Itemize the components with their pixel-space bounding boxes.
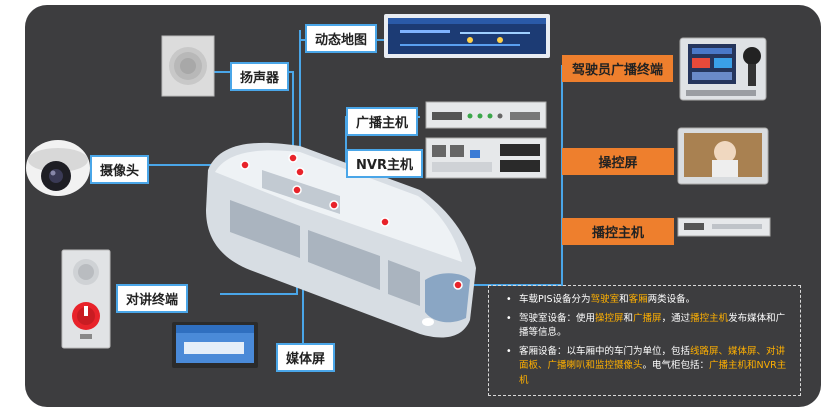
note-text: ，通过 <box>661 312 691 324</box>
label-intercom: 对讲终端 <box>116 284 189 313</box>
node-camera <box>240 160 250 170</box>
intercom-device <box>61 249 111 349</box>
playback-host-device <box>677 217 771 237</box>
node-nvr <box>380 217 390 227</box>
note-highlight: 广播屏 <box>633 312 662 324</box>
node-broadcast <box>329 200 339 210</box>
node-control <box>453 280 463 290</box>
note-text: 和 <box>623 312 634 324</box>
speaker-device <box>161 35 215 97</box>
media-screen-device <box>172 322 258 368</box>
note-text: 发布媒体和广播等信息。 <box>519 312 786 339</box>
note-text: 客厢设备：以车厢中的车门为单位，包括 <box>519 345 691 357</box>
label-media-screen: 媒体屏 <box>276 343 336 372</box>
description-box: 车载PIS设备分为驾驶室和客厢两类设备。 驾驶室设备：使用操控屏和广播屏，通过播… <box>488 285 801 396</box>
dynamic-map-device <box>384 14 550 58</box>
nvr-host-device <box>425 137 547 179</box>
note-text: 和 <box>619 294 629 305</box>
node-speaker <box>295 167 305 177</box>
note-line-1: 车载PIS设备分为驾驶室和客厢两类设备。 <box>499 293 792 308</box>
note-highlight: 播控主机 <box>690 312 729 324</box>
note-line-2: 驾驶室设备：使用操控屏和广播屏，通过播控主机发布媒体和广播等信息。 <box>499 312 792 341</box>
label-speaker: 扬声器 <box>230 62 290 91</box>
note-text: 车载PIS设备分为 <box>519 294 591 305</box>
note-highlight: 客厢 <box>628 294 648 305</box>
node-dynamic-map <box>288 153 298 163</box>
label-playback-host: 播控主机 <box>562 218 674 245</box>
note-highlight: 驾驶室 <box>590 294 620 305</box>
broadcast-host-device <box>425 101 547 129</box>
label-camera: 摄像头 <box>90 155 150 184</box>
label-dynamic-map: 动态地图 <box>305 24 378 53</box>
note-highlight: 线路屏、媒体屏、对讲面板、广播喇叭和监控摄像头 <box>519 345 786 372</box>
note-line-3: 客厢设备：以车厢中的车门为单位，包括线路屏、媒体屏、对讲面板、广播喇叭和监控摄像… <box>499 345 792 389</box>
node-intercom <box>292 185 302 195</box>
driver-terminal-device <box>679 37 767 101</box>
label-control-screen: 操控屏 <box>562 148 674 175</box>
camera-device <box>26 140 90 196</box>
note-text: 。电气柜包括： <box>642 360 710 371</box>
note-text: 两类设备。 <box>647 294 696 305</box>
control-screen-device <box>677 127 769 185</box>
note-text: 驾驶室设备：使用 <box>519 312 596 324</box>
label-driver-terminal: 驾驶员广播终端 <box>562 55 674 82</box>
note-highlight: 操控屏 <box>595 312 624 324</box>
label-nvr-host: NVR主机 <box>346 149 423 178</box>
label-broadcast-host: 广播主机 <box>346 107 419 136</box>
note-highlight: 广播主机和NVR主机 <box>519 360 787 386</box>
